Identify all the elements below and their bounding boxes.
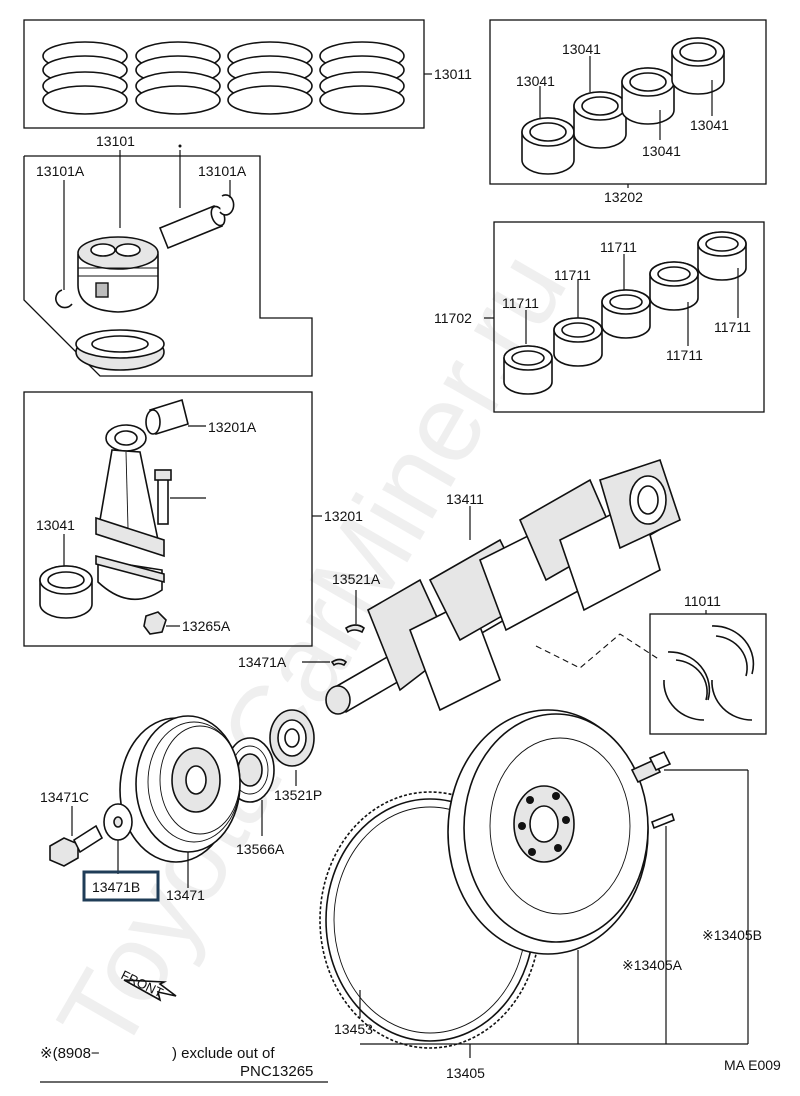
label-13101: 13101 bbox=[96, 133, 135, 149]
footnote-line1-prefix: ※(8908− bbox=[40, 1045, 100, 1062]
front-arrow-icon bbox=[123, 979, 177, 1002]
label-13041-top-a: 13041 bbox=[516, 73, 555, 89]
flywheel[interactable] bbox=[360, 709, 749, 1058]
piston-group[interactable] bbox=[23, 144, 313, 377]
label-13101A-right: 13101A bbox=[198, 163, 247, 179]
label-13101A-left: 13101A bbox=[36, 163, 85, 179]
label-13041-top-b: 13041 bbox=[562, 41, 601, 57]
label-11702: 11702 bbox=[434, 310, 472, 326]
pulley-bolt[interactable] bbox=[49, 806, 104, 867]
label-13453: 13453 bbox=[334, 1021, 373, 1037]
thrust-washer-set[interactable] bbox=[649, 610, 767, 735]
label-13201: 13201 bbox=[324, 508, 363, 524]
label-13471B[interactable]: 13471B bbox=[92, 879, 140, 895]
crankshaft-bearing-set[interactable] bbox=[484, 221, 765, 413]
label-13202: 13202 bbox=[604, 189, 643, 205]
label-11011: 11011 bbox=[684, 593, 721, 609]
crankshaft-timing-gear[interactable] bbox=[269, 709, 315, 786]
label-13411: 13411 bbox=[446, 491, 484, 507]
label-13471A: 13471A bbox=[238, 654, 287, 670]
diagram-code: MA E009 bbox=[724, 1057, 781, 1073]
footnote-line2: PNC13265 bbox=[240, 1063, 313, 1080]
crankshaft[interactable] bbox=[302, 458, 681, 715]
label-13471: 13471 bbox=[166, 887, 205, 903]
label-13521P: 13521P bbox=[274, 787, 322, 803]
connecting-rod-assembly[interactable] bbox=[23, 391, 322, 647]
label-13471C: 13471C bbox=[40, 789, 89, 805]
connecting-rod-bearing-set[interactable] bbox=[489, 19, 767, 188]
label-13265A: 13265A bbox=[182, 618, 231, 634]
label-11711-a: 11711 bbox=[502, 295, 539, 311]
label-11711-e: 11711 bbox=[714, 319, 751, 335]
footnote-line1-suffix: ) exclude out of bbox=[172, 1045, 275, 1062]
label-13405B: ※13405B bbox=[702, 927, 762, 943]
label-13011: 13011 bbox=[434, 66, 472, 82]
label-11711-c: 11711 bbox=[600, 239, 637, 255]
label-11711-d: 11711 bbox=[666, 347, 703, 363]
label-13041-rod: 13041 bbox=[36, 517, 75, 533]
label-13521A: 13521A bbox=[332, 571, 381, 587]
label-13566A: 13566A bbox=[236, 841, 285, 857]
highlight-13471B bbox=[82, 870, 160, 902]
pulley-washer[interactable] bbox=[103, 803, 133, 874]
label-13041-right-a: 13041 bbox=[690, 117, 729, 133]
label-13201A: 13201A bbox=[208, 419, 257, 435]
label-13041-right-b: 13041 bbox=[642, 143, 681, 159]
label-11711-b: 11711 bbox=[554, 267, 591, 283]
label-13405: 13405 bbox=[446, 1065, 485, 1081]
piston-ring-set[interactable] bbox=[23, 19, 432, 129]
label-13405A: ※13405A bbox=[622, 957, 683, 973]
crankshaft-pulley[interactable] bbox=[119, 715, 241, 888]
